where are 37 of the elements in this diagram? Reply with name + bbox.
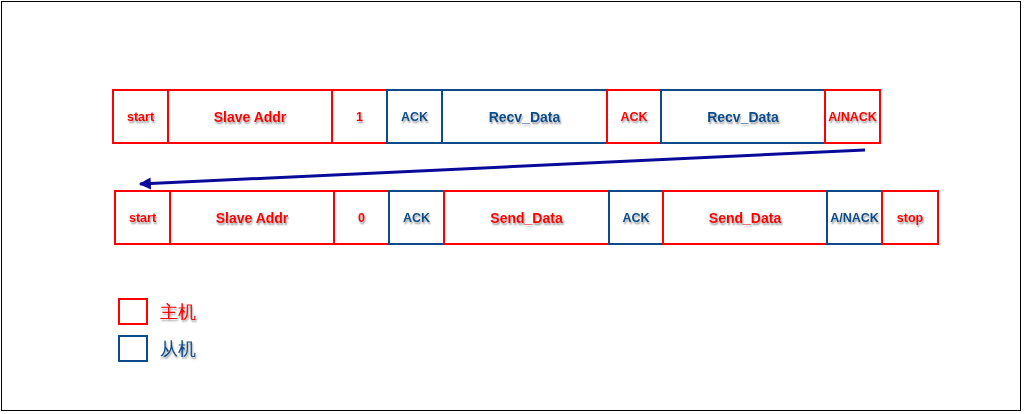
field-box: [112, 89, 169, 144]
field-box: [824, 89, 881, 144]
arrow: [138, 148, 866, 190]
field-box: [114, 190, 171, 245]
field-box: [388, 190, 445, 245]
field-box: [606, 89, 662, 144]
field-box: [881, 190, 939, 245]
field-label: 0: [358, 210, 365, 225]
field-box: [660, 89, 826, 144]
legend-label: 主机: [160, 299, 196, 324]
field-box: [662, 190, 828, 245]
field-label: ACK: [622, 210, 650, 225]
legend-label: 从机: [160, 336, 196, 361]
field-label: 1: [356, 109, 363, 124]
field-label: ACK: [620, 109, 648, 124]
field-label: Recv_Data: [488, 108, 561, 125]
field-label: A/NACK: [828, 109, 877, 124]
field-label: start: [126, 109, 155, 124]
field-box: [443, 190, 610, 245]
field-label: stop: [896, 210, 924, 225]
field-box: [441, 89, 608, 144]
field-box: [608, 190, 664, 245]
field-label: Slave Addr: [215, 209, 289, 226]
field-box: [386, 89, 443, 144]
field-box: [333, 190, 390, 245]
field-label: ACK: [400, 109, 429, 124]
field-box: [826, 190, 883, 245]
field-label: Send_Data: [490, 209, 563, 226]
field-label: Send_Data: [708, 209, 782, 226]
field-box: [167, 89, 333, 144]
field-label: Recv_Data: [707, 108, 779, 125]
field-label: A/NACK: [830, 210, 879, 225]
field-box: [331, 89, 388, 144]
field-label: Slave Addr: [213, 108, 287, 125]
field-box: [169, 190, 335, 245]
field-label: start: [128, 210, 157, 225]
field-label: ACK: [402, 210, 431, 225]
